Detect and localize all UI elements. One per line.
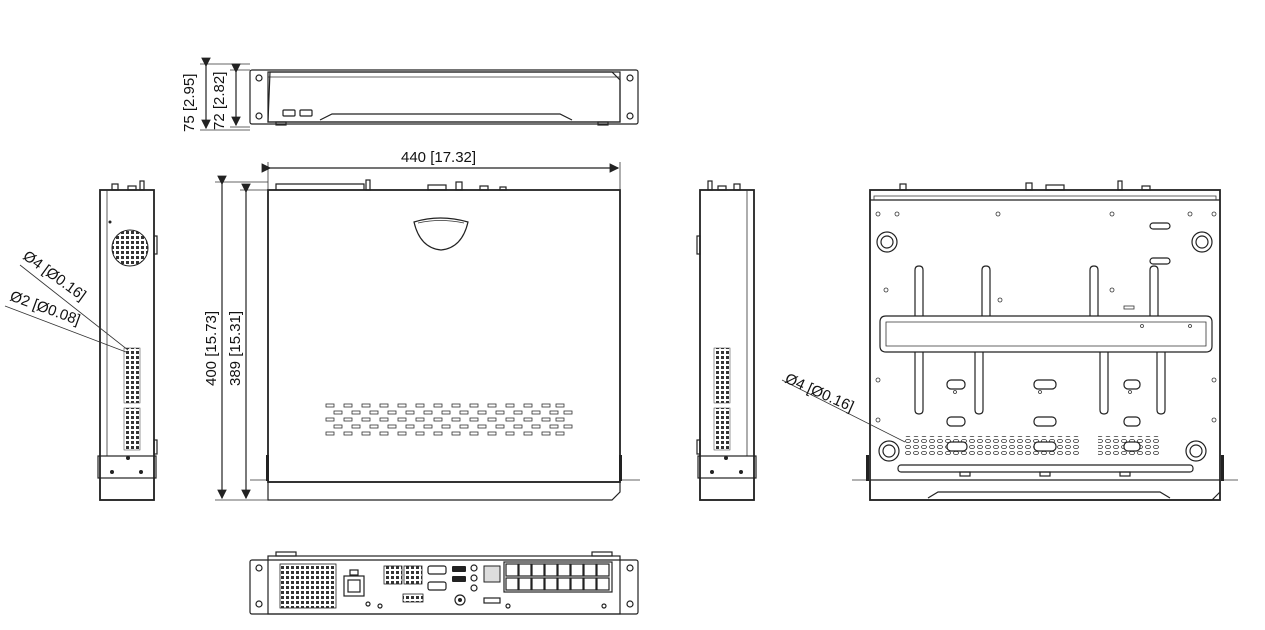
dim-height-outer: 75 [2.95] — [181, 74, 198, 132]
front-view — [200, 57, 639, 131]
dim-height-inner: 72 [2.82] — [211, 72, 228, 130]
right-side-view — [696, 180, 757, 501]
callout-hole-large-bottom: Ø4 [Ø0.16] — [782, 370, 856, 415]
top-vent-slots — [325, 403, 573, 436]
dim-depth-inner: 389 [15.31] — [227, 311, 244, 386]
top-view — [215, 162, 640, 501]
left-side-view — [4, 180, 158, 501]
rear-view — [249, 551, 639, 615]
dim-width: 440 [17.32] — [401, 149, 476, 166]
dim-depth-outer: 400 [15.73] — [203, 311, 220, 386]
poe-ports — [505, 563, 610, 591]
bottom-view — [781, 180, 1238, 501]
